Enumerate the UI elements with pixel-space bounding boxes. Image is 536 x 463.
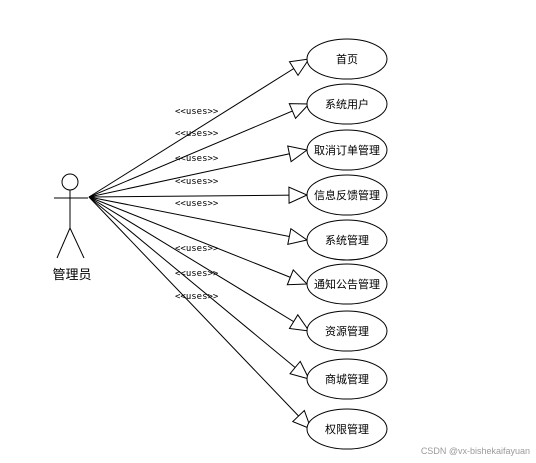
actor-head [61, 173, 79, 191]
arrowhead [288, 103, 311, 120]
arrowhead [286, 268, 309, 286]
actor-label: 管理员 [52, 268, 91, 283]
arrowhead [287, 145, 309, 163]
association-line [88, 149, 308, 198]
association-line [88, 103, 310, 198]
arrowhead [288, 58, 311, 77]
use-case-label: 通知公告管理 [314, 277, 380, 291]
uses-stereotype-label: <<uses>> [175, 154, 219, 164]
uses-stereotype-label: <<uses>> [175, 177, 219, 187]
actor-left-leg [56, 227, 71, 259]
actor-figure [54, 173, 88, 259]
association-line [88, 196, 308, 241]
arrowhead [288, 313, 311, 332]
use-case-ellipse[interactable] [306, 358, 388, 400]
arrowhead [288, 186, 309, 204]
uses-stereotype-label: <<uses>> [175, 107, 219, 117]
use-case-label: 系统用户 [325, 97, 369, 111]
use-case-label: 商城管理 [325, 372, 369, 386]
use-case-ellipse[interactable] [306, 38, 388, 80]
association-line [88, 196, 310, 332]
association-line [88, 194, 308, 198]
use-case-ellipse[interactable] [306, 83, 388, 125]
use-case-label: 资源管理 [325, 324, 369, 338]
association-line [88, 196, 308, 285]
use-case-label: 权限管理 [325, 422, 369, 436]
uses-stereotype-label: <<uses>> [175, 269, 219, 279]
use-case-ellipse[interactable] [306, 219, 388, 261]
association-line [88, 58, 310, 198]
arrowhead [291, 409, 312, 430]
uses-stereotype-label: <<uses>> [175, 129, 219, 139]
arrowhead [289, 360, 310, 380]
use-case-ellipse[interactable] [306, 310, 388, 352]
use-case-ellipse[interactable] [306, 263, 388, 305]
uses-stereotype-label: <<uses>> [175, 292, 219, 302]
use-case-label: 系统管理 [325, 233, 369, 247]
arrowhead [287, 227, 309, 246]
association-line [88, 196, 312, 430]
use-case-ellipse[interactable] [306, 408, 388, 450]
association-line [88, 196, 310, 380]
uses-stereotype-label: <<uses>> [175, 199, 219, 209]
use-case-label: 取消订单管理 [314, 143, 380, 157]
use-case-label: 信息反馈管理 [314, 188, 380, 202]
use-case-ellipse[interactable] [306, 174, 388, 216]
actor-right-leg [69, 227, 85, 259]
use-case-ellipse[interactable] [306, 129, 388, 171]
association-links: <<uses>> <<uses>> <<uses>> <<uses>> <<uses>>… [88, 58, 312, 430]
uses-stereotype-label: <<uses>> [175, 244, 219, 254]
watermark: CSDN @vx-bishekaifayuan [421, 446, 530, 456]
use-case-label: 首页 [336, 52, 358, 66]
